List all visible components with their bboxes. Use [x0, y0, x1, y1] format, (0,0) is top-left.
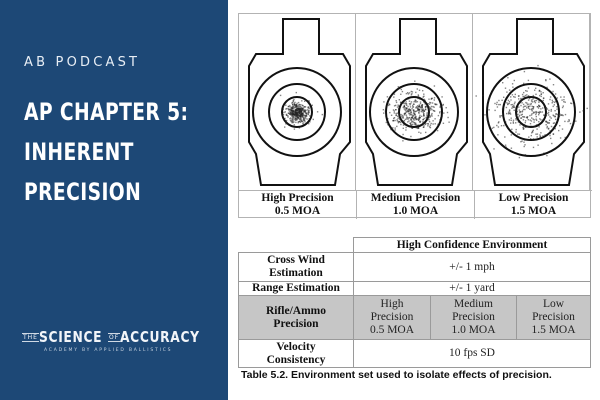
label-line: 1.5 MOA	[510, 205, 557, 217]
label-line: Consistency	[266, 353, 326, 366]
science-of-accuracy-logo: THE SCIENCE OF ACCURACY ACADEMY BY APPLI…	[22, 328, 208, 353]
label-line: 1.0 MOA	[392, 205, 439, 217]
table-corner	[238, 237, 354, 253]
label-line: Precision	[273, 317, 319, 330]
logo-of: OF	[108, 332, 121, 342]
cross-wind-value: +/- 1 mph	[353, 252, 591, 282]
label-line: Velocity	[276, 340, 316, 353]
podcast-title-panel: AB PODCAST AP CHAPTER 5: INHERENT PRECIS…	[0, 0, 228, 400]
silhouette-target-icon	[248, 18, 351, 186]
podcast-kicker: AB PODCAST	[24, 55, 141, 70]
label-line: Estimation	[269, 267, 323, 279]
target-label-low: Low Precision 1.5 MOA	[475, 191, 592, 219]
logo-accuracy: ACCURACY	[120, 328, 200, 346]
label-line: Medium Precision	[370, 192, 461, 204]
target-label-medium: Medium Precision 1.0 MOA	[357, 191, 475, 219]
title-line-2: INHERENT	[24, 138, 134, 166]
row-label: Rifle/Ammo Precision	[238, 295, 354, 340]
cell-line: Medium	[454, 298, 493, 310]
table-header: High Confidence Environment	[353, 237, 591, 253]
logo-the: THE	[22, 332, 39, 342]
table-row-velocity: Velocity Consistency 10 fps SD	[238, 339, 591, 368]
title-line-3: PRECISION	[24, 178, 142, 206]
cell-line: 1.0 MOA	[451, 324, 496, 336]
title-line-1: AP CHAPTER 5:	[24, 98, 189, 126]
table-caption: Table 5.2. Environment set used to isola…	[241, 369, 552, 381]
row-label: Cross Wind Estimation	[238, 252, 354, 282]
table-row-range: Range Estimation +/- 1 yard	[238, 281, 591, 296]
silhouette-target-icon	[365, 18, 468, 186]
target-low-precision	[473, 14, 590, 190]
logo-science: SCIENCE	[38, 328, 103, 346]
label-line: Low Precision	[498, 192, 569, 204]
silhouette-target-icon	[475, 18, 588, 186]
cell-line: 0.5 MOA	[369, 324, 415, 336]
episode-title: AP CHAPTER 5: INHERENT PRECISION	[24, 92, 188, 212]
label-line: 0.5 MOA	[274, 205, 321, 217]
precision-cell-low: Low Precision 1.5 MOA	[516, 295, 591, 340]
range-value: +/- 1 yard	[353, 281, 591, 296]
targets-figure: High Precision 0.5 MOA Medium Precision …	[238, 13, 592, 219]
row-label: Range Estimation	[238, 281, 354, 296]
environment-table: High Confidence Environment Cross Wind E…	[238, 237, 591, 368]
label-line: Cross Wind	[267, 254, 325, 266]
cell-line: High	[380, 298, 404, 310]
table-row-rifle-precision: Rifle/Ammo Precision High Precision 0.5 …	[238, 295, 591, 340]
label-line: Rifle/Ammo	[265, 304, 327, 317]
label-line: High Precision	[261, 192, 334, 204]
target-medium-precision	[356, 14, 473, 190]
cell-line: Low	[542, 298, 565, 310]
logo-subtitle: ACADEMY BY APPLIED BALLISTICS	[44, 348, 173, 353]
target-high-precision	[239, 14, 356, 190]
cell-line: Precision	[532, 311, 575, 323]
table-row-cross-wind: Cross Wind Estimation +/- 1 mph	[238, 252, 591, 282]
target-label-high: High Precision 0.5 MOA	[239, 191, 357, 219]
precision-cell-medium: Medium Precision 1.0 MOA	[430, 295, 517, 340]
cell-line: Precision	[452, 311, 495, 323]
cell-line: 1.5 MOA	[531, 324, 576, 336]
target-labels: High Precision 0.5 MOA Medium Precision …	[239, 190, 592, 219]
precision-cell-high: High Precision 0.5 MOA	[353, 295, 431, 340]
velocity-value: 10 fps SD	[353, 339, 591, 368]
row-label: Velocity Consistency	[238, 339, 354, 368]
cell-line: Precision	[370, 311, 414, 323]
